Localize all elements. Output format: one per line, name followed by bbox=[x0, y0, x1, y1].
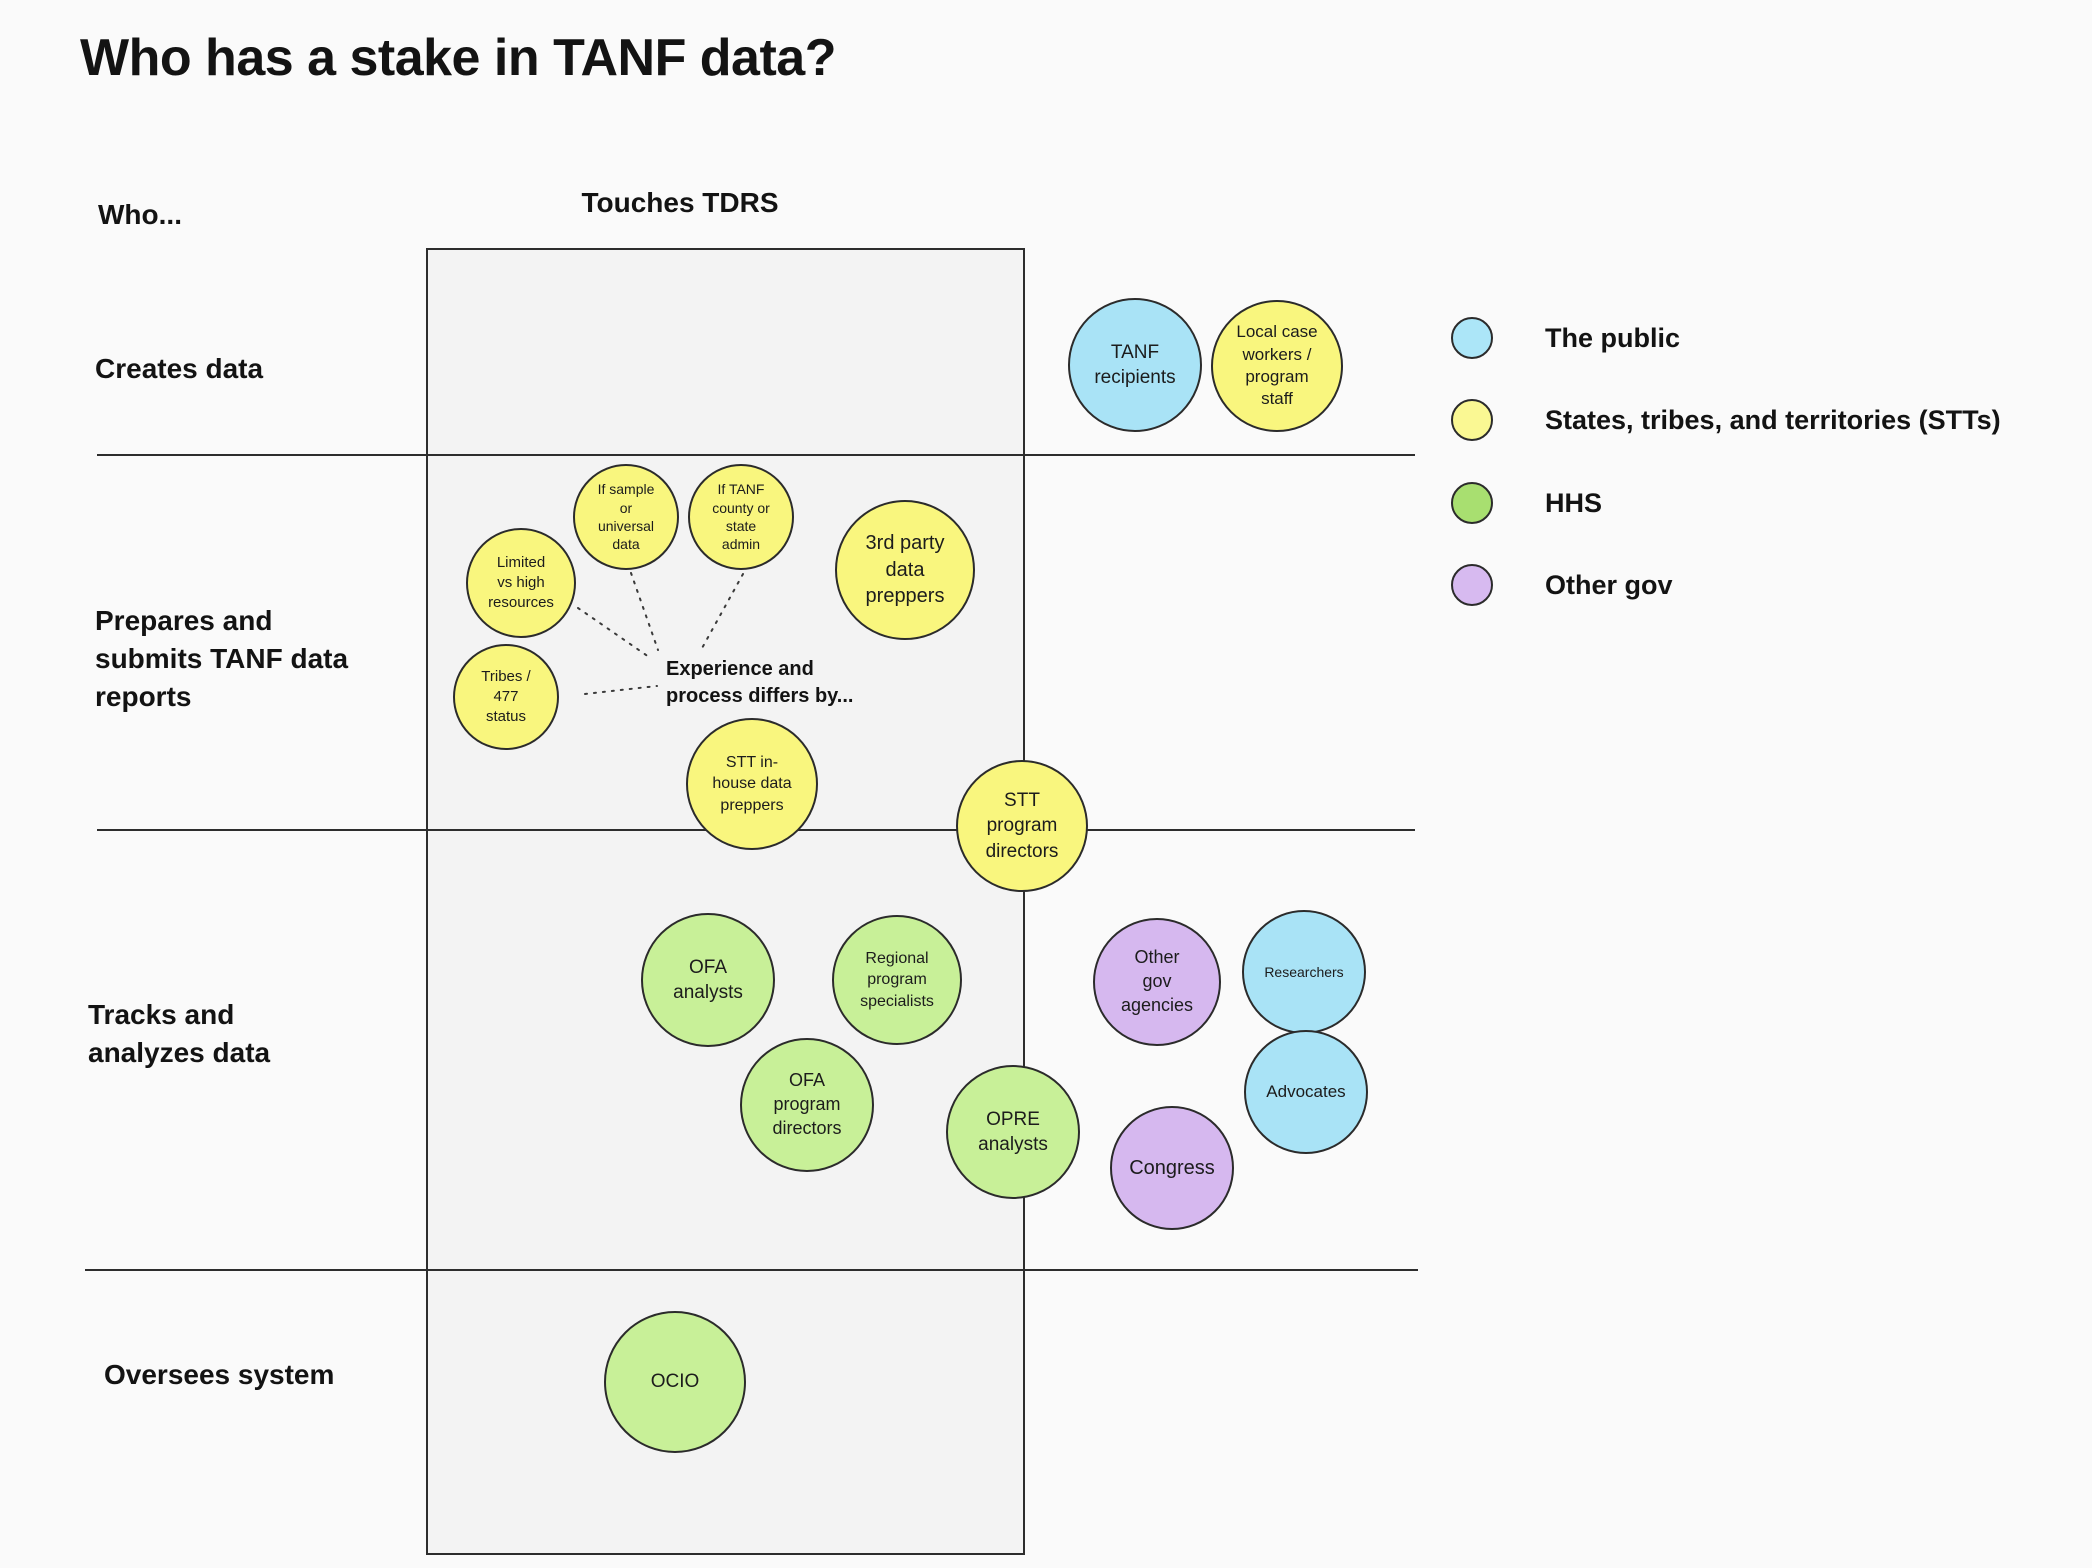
row-label-prepares-submits: Prepares and submits TANF data reports bbox=[95, 605, 349, 712]
circle-label: OCIO bbox=[650, 1371, 700, 1393]
circle-stt-program-directors: STT program directors bbox=[956, 760, 1088, 892]
circle-ofa-program-directors: OFA program directors bbox=[740, 1038, 874, 1172]
legend-item: Other gov bbox=[1451, 561, 1673, 609]
circle-label: Advocates bbox=[1266, 1081, 1346, 1101]
circle-label: STT program directors bbox=[985, 790, 1059, 862]
legend-item: HHS bbox=[1451, 479, 1602, 527]
row-label-tracks-analyzes: Tracks and analyzes data bbox=[88, 999, 271, 1068]
legend-item: The public bbox=[1451, 314, 1680, 362]
legend-label: States, tribes, and territories (STTs) bbox=[1545, 404, 2001, 435]
circle-label: OFA analysts bbox=[673, 956, 743, 1003]
circle-opre-analysts: OPRE analysts bbox=[946, 1065, 1080, 1199]
circle-advocates: Advocates bbox=[1244, 1030, 1368, 1154]
row-divider bbox=[97, 454, 1415, 456]
circle-label: If sample or universal data bbox=[597, 481, 655, 553]
circle-label: 3rd party data preppers bbox=[865, 532, 945, 608]
circle-label: Local case workers / program staff bbox=[1236, 322, 1318, 409]
circle-label: Congress bbox=[1129, 1156, 1215, 1179]
circle-tribes-477-status: Tribes / 477 status bbox=[453, 644, 559, 750]
circle-if-tanf-county-or-state-admin: If TANF county or state admin bbox=[688, 464, 794, 570]
circle-label: Other gov agencies bbox=[1120, 947, 1194, 1015]
circle-label: Limited vs high resources bbox=[488, 554, 554, 611]
circle-other-gov-agencies: Other gov agencies bbox=[1093, 918, 1221, 1046]
circle-regional-program-specialists: Regional program specialists bbox=[832, 915, 962, 1045]
circle-label: TANF recipients bbox=[1094, 341, 1176, 388]
row-divider bbox=[85, 1269, 1418, 1271]
circle-label: Researchers bbox=[1264, 963, 1344, 980]
legend-item: States, tribes, and territories (STTs) bbox=[1451, 396, 2001, 444]
circle-local-case-workers: Local case workers / program staff bbox=[1211, 300, 1343, 432]
legend-label: HHS bbox=[1545, 487, 1603, 518]
circle-label: Tribes / 477 status bbox=[481, 668, 531, 725]
row-label-oversees-system: Oversees system bbox=[104, 1359, 335, 1390]
legend-label: Other gov bbox=[1545, 569, 1673, 600]
circle-label: OPRE analysts bbox=[978, 1108, 1048, 1155]
circle-label: OFA program directors bbox=[772, 1070, 842, 1138]
circle-if-sample-or-universal-data: If sample or universal data bbox=[573, 464, 679, 570]
legend-swatch-icon bbox=[1451, 317, 1493, 359]
circle-tanf-recipients: TANF recipients bbox=[1068, 298, 1202, 432]
circle-stt-in-house-data-preppers: STT in- house data preppers bbox=[686, 718, 818, 850]
legend-swatch-icon bbox=[1451, 564, 1493, 606]
circle-ofa-analysts: OFA analysts bbox=[641, 913, 775, 1047]
circle-researchers: Researchers bbox=[1242, 910, 1366, 1034]
legend-swatch-icon bbox=[1451, 399, 1493, 441]
circle-label: Regional program specialists bbox=[860, 950, 934, 1010]
circle-congress: Congress bbox=[1110, 1106, 1234, 1230]
circle-limited-vs-high-resources: Limited vs high resources bbox=[466, 528, 576, 638]
legend-swatch-icon bbox=[1451, 482, 1493, 524]
experience-differs-note: Experience and process differs by... bbox=[666, 658, 854, 707]
legend-label: The public bbox=[1545, 322, 1680, 353]
circle-third-party-data-preppers: 3rd party data preppers bbox=[835, 500, 975, 640]
touches-tdrs-header: Touches TDRS bbox=[581, 187, 779, 218]
circle-label: STT in- house data preppers bbox=[712, 754, 792, 814]
page-title: Who has a stake in TANF data? bbox=[80, 29, 836, 87]
who-column-label: Who... bbox=[98, 199, 182, 230]
circle-ocio: OCIO bbox=[604, 1311, 746, 1453]
row-label-creates-data: Creates data bbox=[95, 353, 264, 384]
circle-label: If TANF county or state admin bbox=[712, 481, 770, 553]
